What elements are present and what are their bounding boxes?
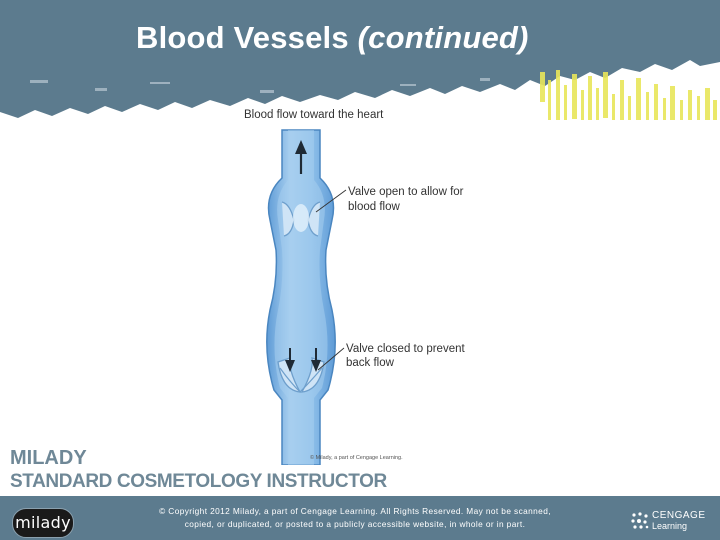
copyright-line-2: copied, or duplicated, or posted to a pu… xyxy=(184,519,526,529)
diagram-credit: © Milady, a part of Cengage Learning. xyxy=(310,454,403,461)
milady-logo: milady xyxy=(12,508,74,538)
title-suffix: (continued) xyxy=(357,20,529,55)
vein-diagram: Blood flow toward the heart xyxy=(244,109,465,465)
backflow-down-arrow-icon xyxy=(311,348,321,372)
header-band xyxy=(0,0,720,120)
cengage-mark-icon xyxy=(631,512,649,529)
label-valve-open-line1: Valve open to allow for xyxy=(348,186,464,198)
label-valve-closed-line2: back flow xyxy=(346,357,395,369)
backflow-down-arrow-icon xyxy=(285,348,295,372)
diagram-top-label: Blood flow toward the heart xyxy=(244,109,384,121)
cengage-word: CENGAGE xyxy=(652,510,706,521)
header-light-speckles xyxy=(30,78,490,93)
header-yellow-texture xyxy=(540,70,717,120)
brand-line-1: MILADY xyxy=(10,447,87,469)
bottom-bar xyxy=(0,496,720,540)
label-valve-closed-line1: Valve closed to prevent xyxy=(346,343,465,355)
copyright-notice: © Copyright 2012 Milady, a part of Cenga… xyxy=(150,505,560,531)
header-torn-edge xyxy=(0,0,720,118)
cengage-logo: CENGAGE Learning xyxy=(630,509,716,533)
leader-line-valve-open xyxy=(315,189,347,213)
title-main: Blood Vessels xyxy=(136,20,349,55)
slide-title: Blood Vessels (continued) xyxy=(136,20,529,56)
copyright-line-1: © Copyright 2012 Milady, a part of Cenga… xyxy=(159,506,551,516)
leader-line-valve-closed xyxy=(317,347,345,371)
flow-up-arrow-icon xyxy=(295,140,307,174)
valve-open xyxy=(281,201,321,237)
cengage-sub: Learning xyxy=(652,521,688,531)
label-valve-open-line2: blood flow xyxy=(348,201,400,213)
